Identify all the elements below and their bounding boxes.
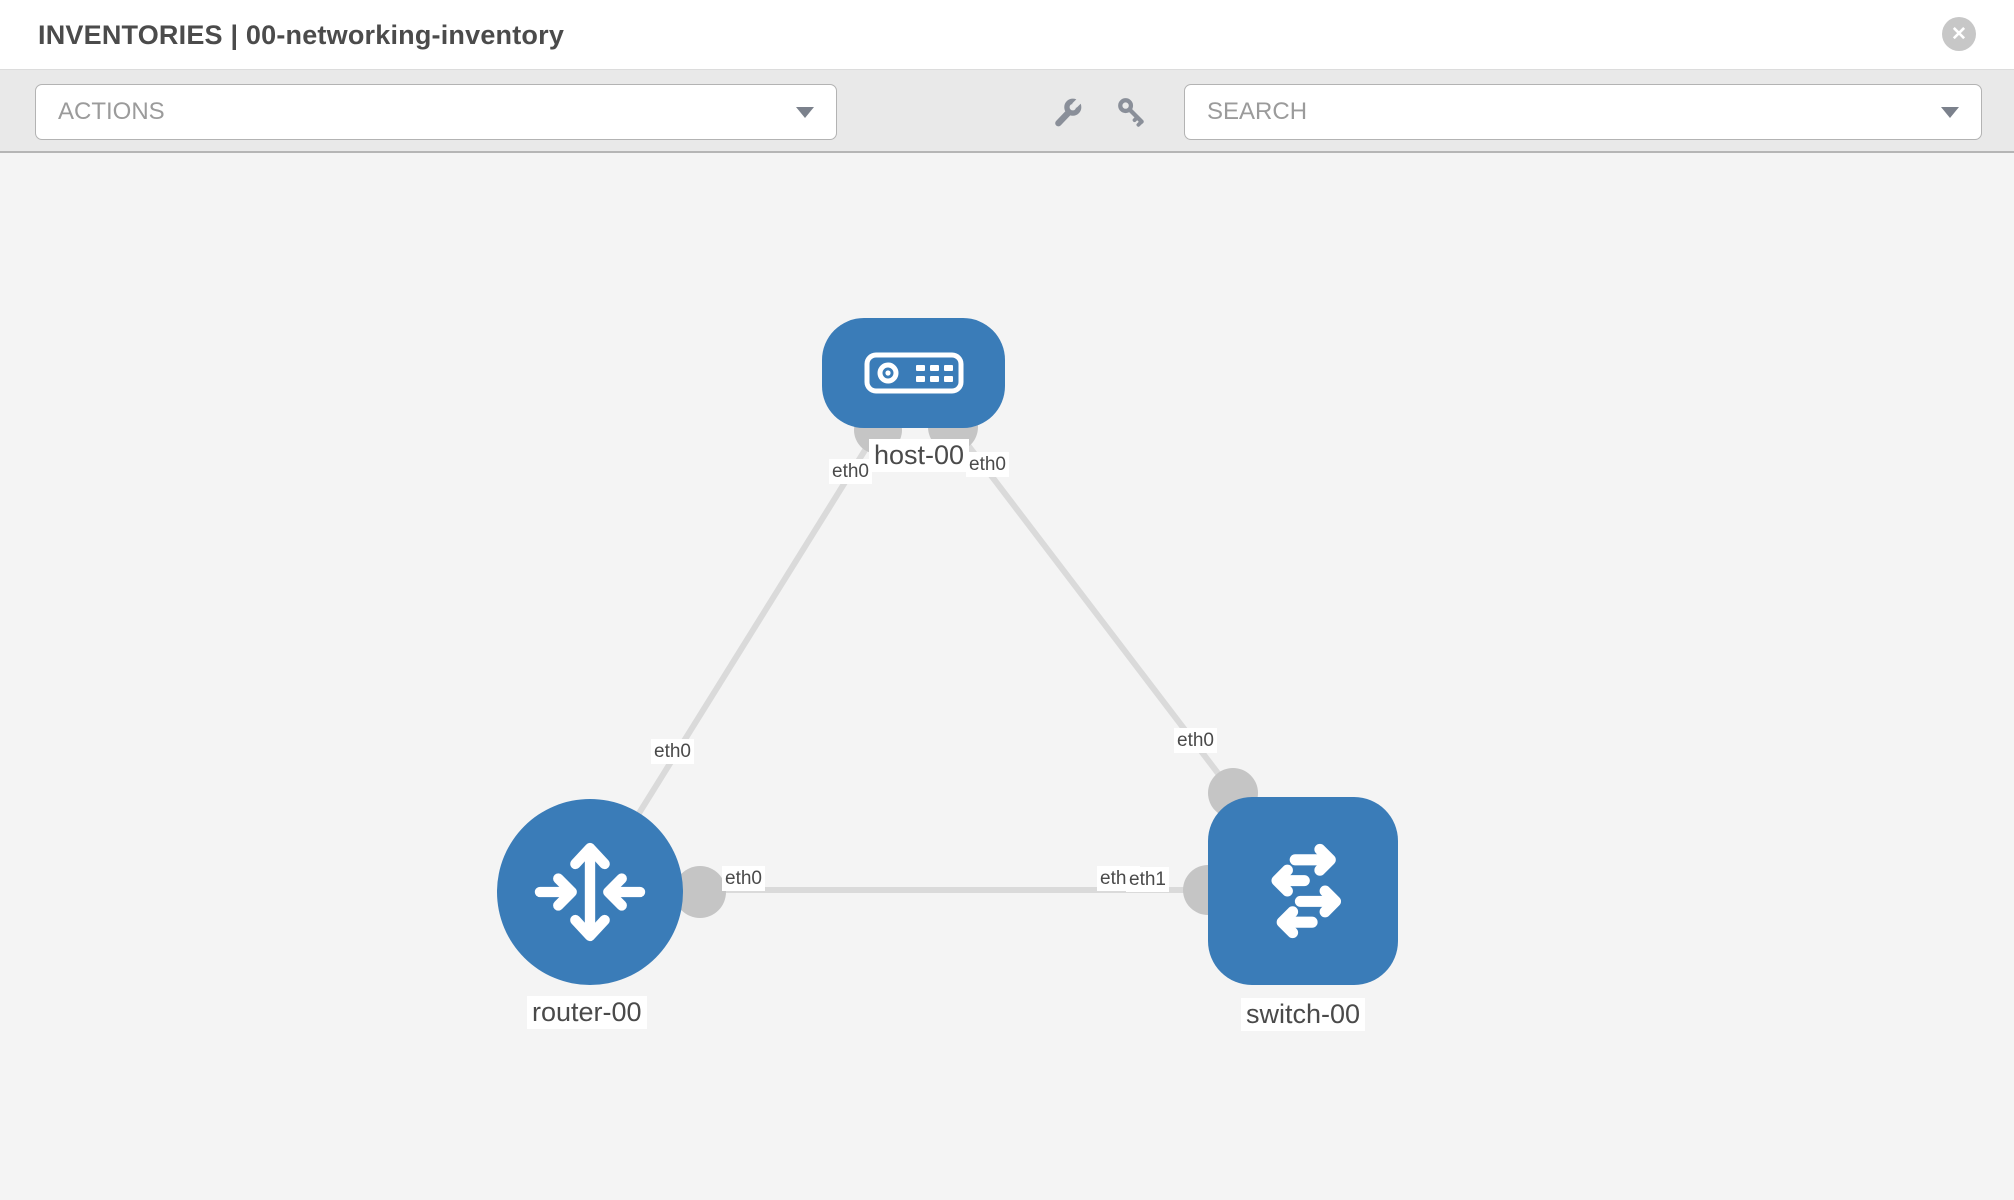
iface-label-switch-link-eth0: eth0 [1174,728,1217,753]
chevron-down-icon [1941,106,1959,118]
switch-icon [1271,843,1342,939]
iface-connector [674,866,726,918]
iface-label-router-eth0: eth0 [722,866,765,891]
iface-label-switch-eth1: eth1 [1126,867,1169,892]
iface-label-router-link-eth0: eth0 [651,739,694,764]
toolbar: ACTIONS SEARCH [0,70,2014,153]
chevron-down-icon [796,106,814,118]
actions-dropdown-label: ACTIONS [58,98,165,125]
close-button[interactable]: ✕ [1942,17,1976,51]
wrench-icon[interactable] [1052,95,1084,128]
node-label-switch-00: switch-00 [1241,998,1366,1031]
toolbar-icons [1052,70,1148,153]
key-icon[interactable] [1116,96,1148,128]
node-host-00[interactable] [822,318,1005,428]
iface-label-host-eth0-right: eth0 [966,452,1009,477]
router-icon [534,842,646,942]
search-dropdown[interactable]: SEARCH [1184,84,1982,140]
close-icon: ✕ [1951,23,1967,45]
links-layer [587,371,1300,918]
node-label-host-00: host-00 [869,439,970,472]
iface-label-host-eth0-left: eth0 [829,459,872,484]
host-icon [864,352,963,394]
actions-dropdown[interactable]: ACTIONS [35,84,837,140]
topology-canvas[interactable]: host-00 router-00 switch-00 eth0 eth0 et… [0,153,2014,1200]
node-label-router-00: router-00 [527,996,647,1029]
page-title: INVENTORIES | 00-networking-inventory [38,20,565,50]
page-header: INVENTORIES | 00-networking-inventory ✕ [0,0,2014,70]
search-dropdown-label: SEARCH [1207,98,1308,125]
node-switch-00[interactable] [1208,797,1398,985]
node-router-00[interactable] [497,799,683,985]
